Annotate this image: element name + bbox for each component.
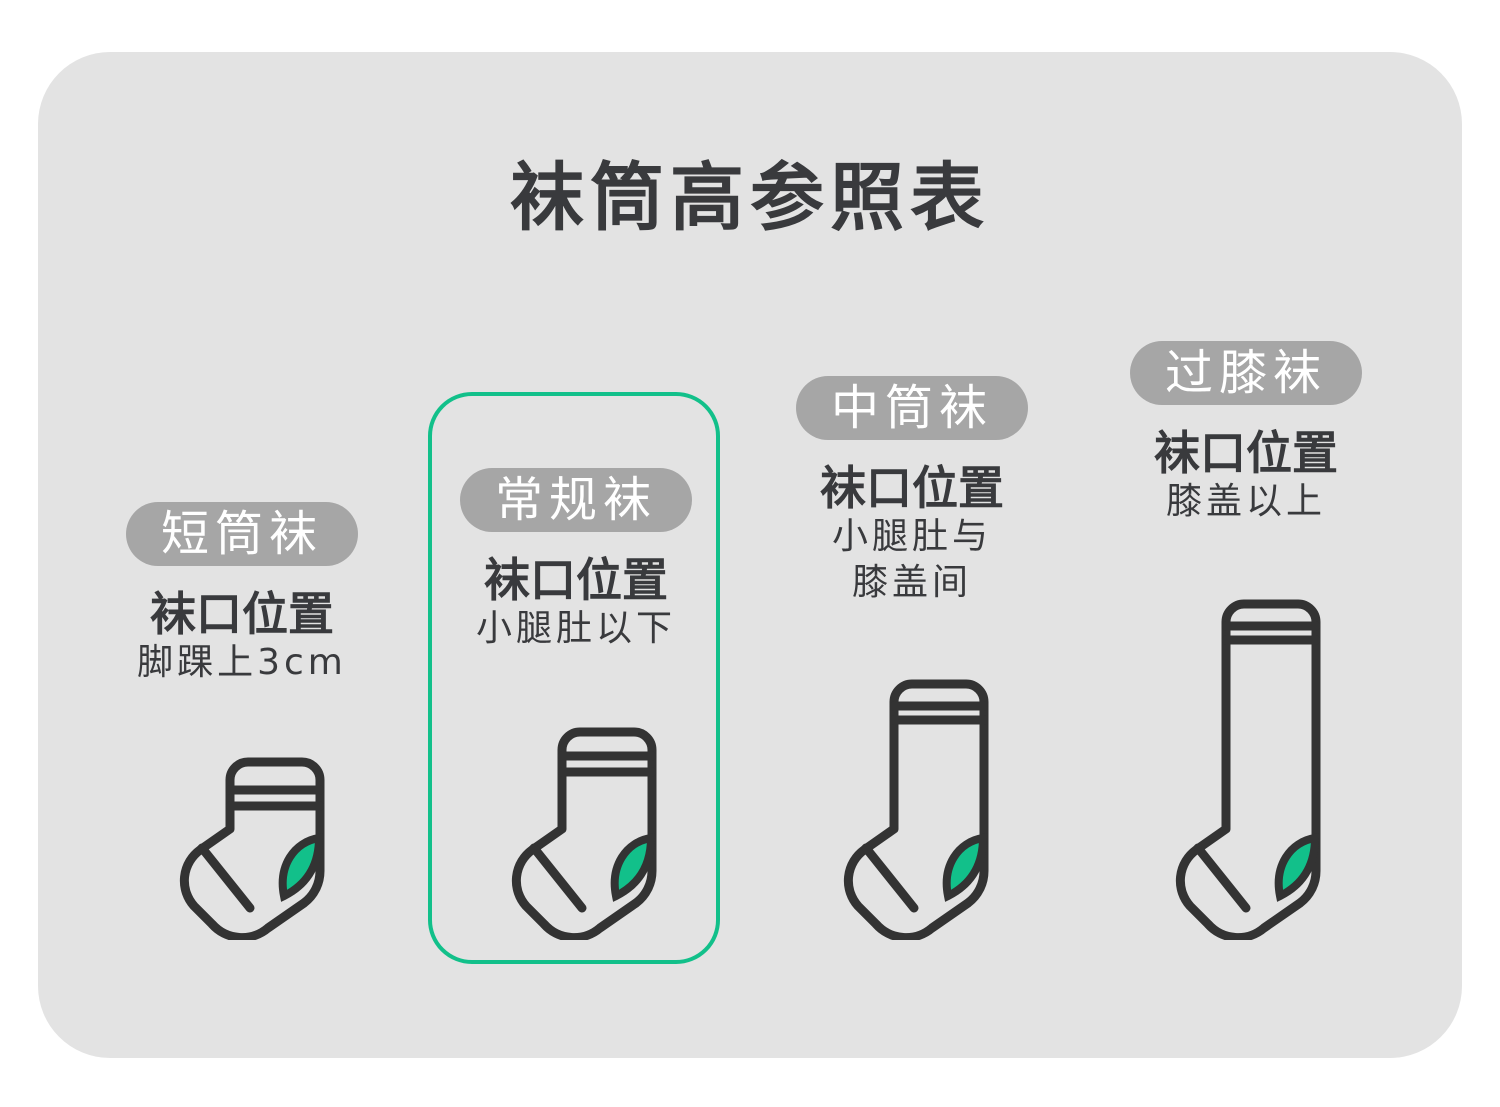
column-over-knee-sock: 过膝袜 袜口位置 膝盖以上 [1096,341,1396,525]
column-mid-calf-sock: 中筒袜 袜口位置 小腿肚与 膝盖间 [762,376,1062,606]
selected-highlight-frame [428,392,720,964]
cuff-position-desc-line2: 膝盖间 [851,562,972,603]
sock-type-badge: 中筒袜 [796,376,1028,440]
cuff-position-label: 袜口位置 [1154,426,1338,480]
cuff-position-label: 袜口位置 [820,461,1004,515]
column-short-sock: 短筒袜 袜口位置 脚踝上3cm [92,502,392,686]
cuff-position-desc: 小腿肚以下 [475,608,676,649]
column-regular-sock: 常规袜 袜口位置 小腿肚以下 [426,468,726,652]
cuff-position-label: 袜口位置 [484,553,668,607]
short-sock-icon [179,757,325,940]
sock-type-badge: 常规袜 [460,468,692,532]
cuff-position-label: 袜口位置 [150,587,334,641]
page-title: 袜筒高参照表 [510,155,990,241]
over-knee-sock-icon [1175,599,1321,940]
cuff-position-desc: 脚踝上3cm [137,642,347,683]
sock-type-badge: 过膝袜 [1130,341,1362,405]
sock-type-badge: 短筒袜 [126,502,358,566]
cuff-position-desc: 膝盖以上 [1165,481,1326,522]
regular-sock-icon [511,727,657,940]
mid-calf-sock-icon [843,679,989,940]
cuff-position-desc-line1: 小腿肚与 [831,516,992,557]
